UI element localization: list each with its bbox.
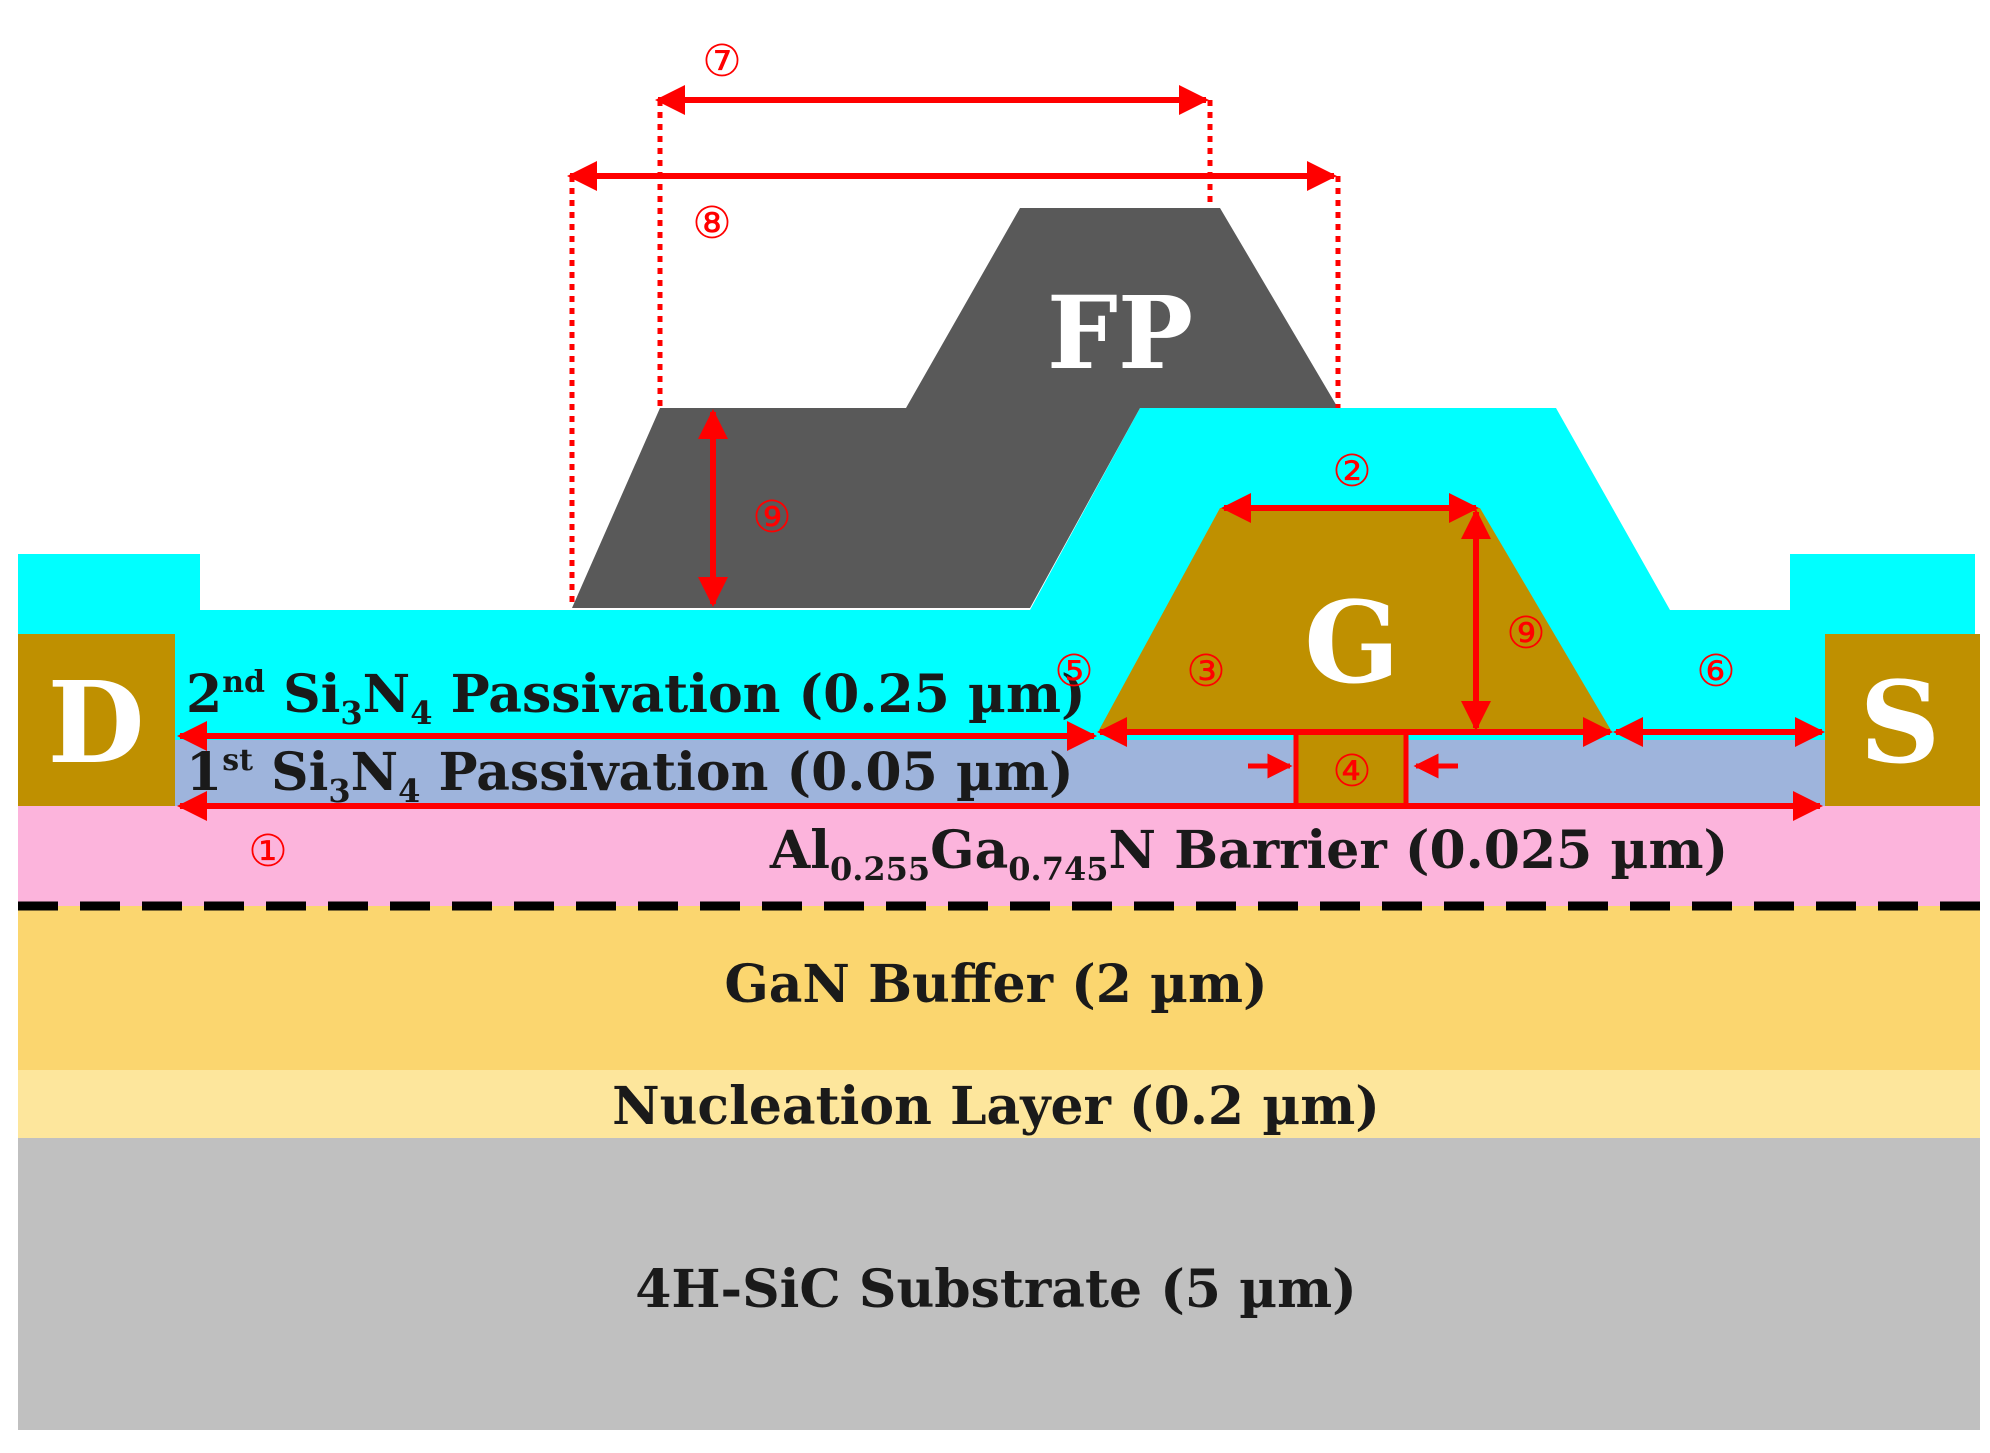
substrate-layer — [18, 1138, 1980, 1430]
marker-5: ⑤ — [1054, 646, 1093, 697]
pass1-num: 1 — [186, 742, 222, 803]
second-passivation-label: 2nd Si3N4 Passivation (0.25 µm) — [186, 664, 1086, 732]
pass2-num: 2 — [186, 664, 222, 725]
buffer-layer — [18, 906, 1980, 1070]
nucleation-layer — [18, 1070, 1980, 1138]
source-label: S — [1860, 658, 1941, 789]
drain-label: D — [47, 658, 144, 789]
dimension-annotations — [177, 85, 1825, 821]
first-passivation-label: 1st Si3N4 Passivation (0.05 µm) — [186, 742, 1074, 810]
marker-1: ① — [248, 826, 287, 877]
field-plate-label: FP — [1047, 274, 1193, 392]
pass1-rest: Passivation (0.05 µm) — [420, 742, 1073, 803]
source-contact — [1825, 634, 1980, 806]
barrier-label: Al0.255Ga0.745N Barrier (0.025 µm) — [769, 820, 1728, 888]
pass2-rest: Passivation (0.25 µm) — [432, 664, 1085, 725]
pass2-si-sub: 3 — [340, 694, 362, 732]
drain-contact — [18, 634, 175, 806]
barrier-ga-sub: 0.745 — [1008, 850, 1108, 888]
marker-3: ③ — [1186, 646, 1225, 697]
barrier-al: Al — [769, 820, 830, 881]
barrier-ga: Ga — [930, 820, 1008, 881]
marker-9-gate: ⑨ — [1506, 608, 1545, 659]
gate-label: G — [1304, 578, 1400, 709]
marker-9-fp: ⑨ — [752, 492, 791, 543]
pass2-sup: nd — [222, 665, 265, 700]
pass1-sup: st — [222, 743, 253, 778]
pass2-n: N — [363, 664, 411, 725]
marker-4: ④ — [1332, 746, 1371, 797]
marker-8: ⑧ — [692, 198, 731, 249]
marker-2: ② — [1332, 446, 1371, 497]
barrier-layer — [18, 806, 1980, 906]
nucleation-label: Nucleation Layer (0.2 µm) — [612, 1076, 1380, 1137]
marker-6: ⑥ — [1696, 646, 1735, 697]
buffer-label: GaN Buffer (2 µm) — [724, 954, 1267, 1015]
marker-7: ⑦ — [702, 36, 741, 87]
pass2-n-sub: 4 — [410, 694, 432, 732]
pass1-si: Si — [253, 742, 328, 803]
pass1-n: N — [351, 742, 399, 803]
field-plate-electrode — [572, 208, 1338, 608]
pass2-si: Si — [265, 664, 340, 725]
barrier-al-sub: 0.255 — [830, 850, 930, 888]
barrier-rest: N Barrier (0.025 µm) — [1108, 820, 1728, 881]
substrate-label: 4H-SiC Substrate (5 µm) — [635, 1259, 1357, 1320]
